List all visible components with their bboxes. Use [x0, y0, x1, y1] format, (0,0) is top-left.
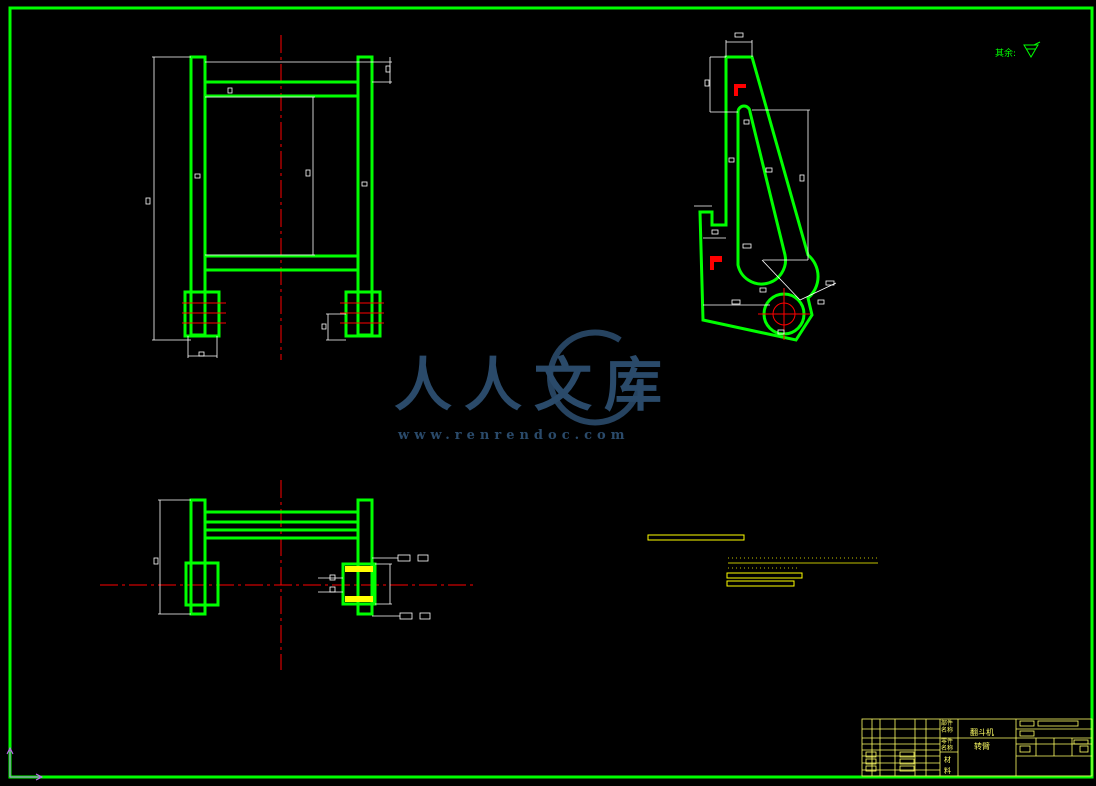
- drawing-border: [8, 6, 1094, 779]
- roughness-label: 其余:: [995, 49, 1017, 59]
- watermark-text: 人人文库: [394, 351, 675, 419]
- title-material-label: 材: [944, 756, 951, 764]
- technical-notes-text: [728, 557, 878, 569]
- title-block: [861, 718, 1093, 777]
- title-col-label-1: 部件名称: [941, 720, 954, 734]
- watermark-logo: [547, 329, 643, 426]
- top-crossbar: [203, 80, 360, 98]
- technical-notes: [647, 534, 803, 587]
- side-view-arm: [694, 32, 837, 342]
- bottom-crossbar: [203, 254, 360, 272]
- top-view: [100, 480, 475, 670]
- title-material-label-2: 料: [944, 767, 951, 775]
- arm-inner-slot: [736, 104, 788, 286]
- title-drawing-name: 转臂: [974, 742, 990, 751]
- front-view: [145, 35, 392, 360]
- title-col-label-2: 零件名称: [941, 738, 954, 752]
- hatched-bushing: [341, 562, 377, 606]
- left-boss: [183, 290, 221, 338]
- ucs-icon: [6, 746, 44, 781]
- title-part-name: 翻斗机: [970, 728, 994, 737]
- surface-roughness-symbol: [1023, 41, 1041, 58]
- arm-outline: [698, 55, 820, 342]
- watermark-url: www.renrendoc.com: [398, 428, 630, 443]
- right-boss: [344, 290, 382, 338]
